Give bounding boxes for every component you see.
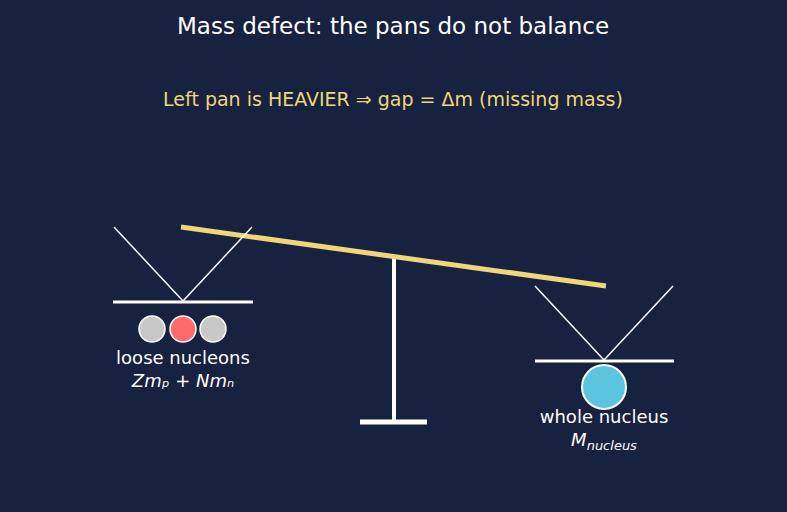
balance-base — [360, 420, 427, 425]
balance-stand — [392, 258, 396, 422]
formula-group: Mnucleus — [571, 429, 637, 450]
formula-subscript: nucleus — [587, 438, 637, 453]
formula: M — [571, 429, 587, 450]
right-pan — [535, 286, 674, 361]
pan-label: loose nucleons — [116, 347, 250, 368]
formula: Zmₚ + Nmₙ — [132, 370, 234, 391]
subtitle: Left pan is HEAVIER ⇒ gap = Δm (missing … — [163, 88, 623, 110]
pan-label: whole nucleus — [540, 406, 669, 427]
nucleons — [139, 316, 226, 342]
nucleus-ball — [582, 365, 626, 409]
title: Mass defect: the pans do not balance — [177, 13, 609, 39]
left-pan — [113, 227, 253, 302]
